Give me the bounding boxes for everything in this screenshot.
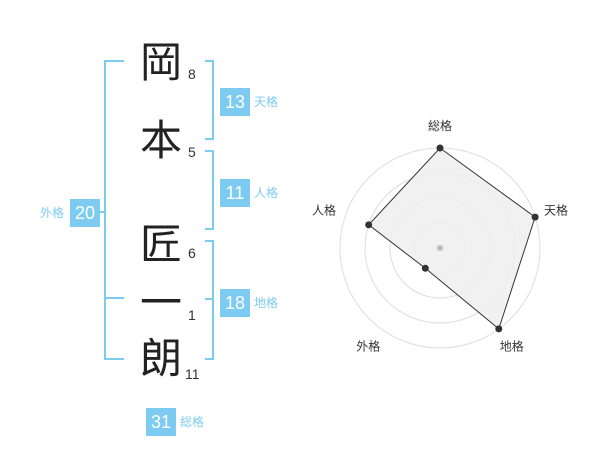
radar-point-2 bbox=[495, 325, 503, 333]
jinkaku-badge: 11 bbox=[220, 179, 250, 207]
gaikaku-badge: 20 bbox=[70, 199, 100, 227]
gaikaku-bracket-connector bbox=[100, 211, 104, 213]
radar-point-1 bbox=[531, 213, 539, 221]
gaikaku-bracket-mid bbox=[104, 297, 124, 299]
tenkaku-bracket-top bbox=[205, 60, 214, 62]
stroke-count-3: 6 bbox=[188, 245, 196, 261]
tenkaku-bracket-vertical bbox=[212, 60, 214, 140]
jinkaku-bracket-top bbox=[205, 150, 214, 152]
radar-point-4 bbox=[365, 221, 373, 229]
name-char-5: 朗 bbox=[140, 334, 183, 383]
tenkaku-badge: 13 bbox=[220, 88, 250, 116]
gaikaku-bracket-vertical bbox=[104, 60, 106, 360]
tenkaku-bracket-bottom bbox=[205, 138, 214, 140]
radar-axis-label-0: 総格 bbox=[428, 118, 452, 133]
radar-axis-label-2: 地格 bbox=[500, 339, 524, 354]
tenkaku-label: 天格 bbox=[254, 95, 279, 109]
chikaku-bracket-top bbox=[205, 240, 214, 242]
radar-axis-label-3: 外格 bbox=[356, 339, 380, 354]
gaikaku-bracket-bottom bbox=[104, 358, 124, 360]
jinkaku-label: 人格 bbox=[254, 186, 279, 200]
name-char-1: 岡 bbox=[140, 38, 183, 87]
jinkaku-bracket-bottom bbox=[205, 228, 214, 230]
stroke-count-5: 11 bbox=[185, 366, 200, 382]
chikaku-bracket-mid bbox=[205, 298, 214, 300]
soukaku-label: 総格 bbox=[180, 415, 205, 429]
chikaku-bracket-bottom bbox=[205, 358, 214, 360]
chikaku-bracket-vertical bbox=[212, 240, 214, 360]
radar-points bbox=[365, 144, 539, 333]
radar-point-0 bbox=[436, 144, 444, 152]
gaikaku-label: 外格 bbox=[40, 206, 65, 220]
radar-axis-label-4: 人格 bbox=[312, 202, 336, 217]
name-char-4: 一 bbox=[140, 278, 183, 327]
stroke-count-4: 1 bbox=[188, 307, 196, 323]
stroke-count-1: 8 bbox=[188, 66, 196, 82]
soukaku-badge: 31 bbox=[146, 408, 176, 436]
name-char-2: 本 bbox=[140, 116, 183, 165]
radar-axis-label-1: 天格 bbox=[544, 202, 568, 217]
radar-center bbox=[437, 245, 443, 251]
chikaku-label: 地格 bbox=[254, 296, 279, 310]
radar-polygon bbox=[367, 147, 536, 330]
stroke-count-2: 5 bbox=[188, 144, 196, 160]
chikaku-badge: 18 bbox=[220, 289, 250, 317]
name-char-3: 匠 bbox=[140, 220, 183, 269]
gaikaku-bracket-top bbox=[104, 60, 124, 62]
jinkaku-bracket-vertical bbox=[212, 150, 214, 230]
radar-point-3 bbox=[421, 264, 429, 272]
